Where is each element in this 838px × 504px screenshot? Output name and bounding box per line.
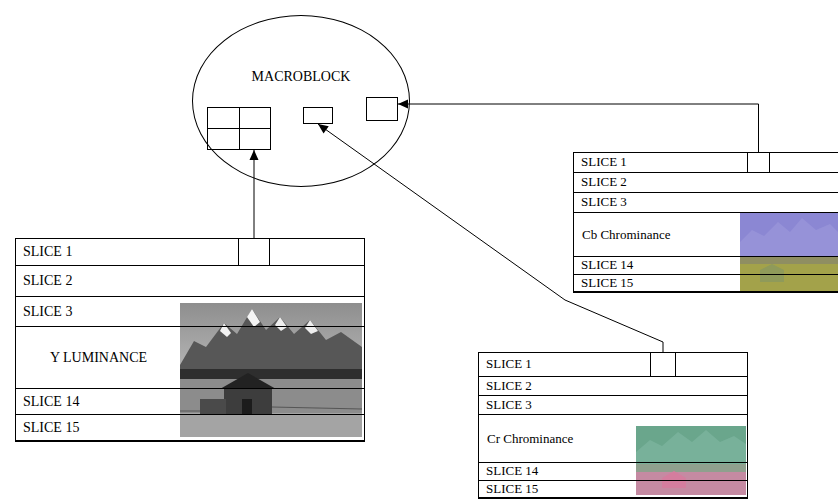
slice-label-area: SLICE 1 [479, 353, 747, 376]
tree-line [180, 369, 362, 379]
slice-label-area: SLICE 14 [16, 389, 364, 414]
slice-label-area: SLICE 2 [16, 266, 364, 296]
slice-label-area: SLICE 15 [16, 415, 364, 441]
cr-mountains [636, 430, 746, 466]
slice-band: SLICE 14 [573, 256, 838, 275]
cb-field [740, 264, 838, 292]
cb-mountains [740, 218, 838, 258]
slice-label-area: SLICE 15 [479, 481, 747, 498]
slice-block-cell [747, 153, 770, 172]
connector-arrow [250, 150, 259, 238]
arrowhead [398, 100, 408, 109]
slice-label: SLICE 14 [486, 464, 538, 478]
cr-tree-line [636, 464, 746, 472]
slice-label: SLICE 2 [581, 175, 627, 189]
sky [180, 303, 362, 437]
cb-block [366, 97, 398, 121]
slice-band: SLICE 14 [15, 388, 365, 415]
barn-roof [220, 373, 276, 389]
slice-label: SLICE 2 [486, 379, 532, 393]
slice-label-area: SLICE 14 [479, 463, 747, 480]
barn-shed [200, 399, 226, 415]
slice-band: SLICE 1 [15, 238, 365, 266]
slice-label: SLICE 2 [23, 273, 72, 288]
arrowhead [318, 124, 329, 133]
node-label-area: Y LUMINANCE [16, 327, 181, 389]
slice-band: SLICE 15 [573, 274, 838, 293]
luminance-photo [180, 303, 362, 437]
node-label-area: Cr Chrominance [487, 415, 637, 463]
slice-block-cell [238, 239, 270, 265]
node-label-area: MACROBLOCK [193, 66, 409, 88]
slice-band: SLICE 2 [573, 172, 838, 193]
node-label: Cb Chrominance [582, 228, 670, 242]
cr-block [303, 107, 333, 124]
slice-label: SLICE 1 [23, 244, 72, 259]
luminance-panel: Y LUMINANCE SLICE 1 SLICE 2 SLICE 3 SLICE 14… [15, 238, 365, 441]
snow [247, 309, 260, 327]
connector-arrow [398, 100, 759, 153]
fence [180, 411, 200, 412]
snow [305, 320, 318, 334]
cr-field [636, 472, 746, 495]
slice-label: SLICE 15 [23, 420, 79, 435]
slice-label: SLICE 15 [486, 482, 538, 496]
fence [272, 407, 362, 409]
cr-ground [636, 426, 746, 495]
slice-band: SLICE 15 [478, 480, 748, 499]
connector-line [254, 150, 255, 238]
slice-label: SLICE 3 [23, 304, 72, 319]
cb-photo [740, 212, 838, 292]
chroma-panel: Cr Chrominance SLICE 1 SLICE 2 SLICE 3 SLICE… [478, 352, 748, 498]
snow [220, 323, 231, 337]
arrowhead [250, 150, 259, 160]
slice-label-area: SLICE 14 [574, 257, 838, 274]
slice-label-area: SLICE 3 [16, 297, 364, 326]
barn-wall [224, 389, 272, 415]
cb-ground [740, 212, 838, 292]
luma-divider [208, 128, 270, 129]
cb-tree-line [740, 256, 838, 264]
chroma-panel: Cb Chrominance SLICE 1 SLICE 2 SLICE 3 SLICE… [573, 152, 838, 292]
slice-band: SLICE 2 [478, 376, 748, 396]
node-label-area: Cb Chrominance [582, 213, 732, 257]
slice-label: SLICE 14 [23, 394, 79, 409]
slice-label: SLICE 15 [581, 276, 633, 290]
slice-label: SLICE 1 [486, 357, 532, 371]
slice-label-area: SLICE 1 [16, 239, 364, 265]
node-label: MACROBLOCK [252, 69, 351, 84]
slice-block-cell [650, 353, 676, 376]
node-label: Cr Chrominance [487, 432, 573, 446]
slice-label: SLICE 3 [581, 195, 627, 209]
cr-photo [636, 426, 746, 495]
slice-band: SLICE 14 [478, 462, 748, 481]
connector-line [398, 104, 759, 152]
slice-band: SLICE 3 [15, 296, 365, 327]
snow [275, 317, 287, 331]
cb-barn [760, 264, 784, 282]
slice-label-area: SLICE 2 [479, 377, 747, 395]
mountains [180, 309, 362, 383]
slice-band: SLICE 1 [573, 152, 838, 173]
slice-label-area: SLICE 1 [574, 153, 838, 172]
slice-band: SLICE 15 [15, 414, 365, 442]
luma-blocks [207, 107, 271, 150]
slice-band: SLICE 1 [478, 352, 748, 377]
slice-label: SLICE 14 [581, 258, 633, 272]
macroblock-circle: MACROBLOCK [192, 15, 410, 187]
slice-band: SLICE 2 [15, 265, 365, 297]
grass [180, 413, 362, 437]
slice-label: SLICE 1 [581, 155, 627, 169]
slice-label-area: SLICE 2 [574, 173, 838, 192]
slice-band: SLICE 3 [478, 395, 748, 415]
barn-door [242, 399, 252, 415]
node-label: Y LUMINANCE [50, 350, 147, 365]
slice-label: SLICE 3 [486, 398, 532, 412]
slice-label-area: SLICE 15 [574, 275, 838, 292]
slice-band: SLICE 3 [573, 192, 838, 213]
slice-label-area: SLICE 3 [479, 396, 747, 414]
slice-label-area: SLICE 3 [574, 193, 838, 212]
